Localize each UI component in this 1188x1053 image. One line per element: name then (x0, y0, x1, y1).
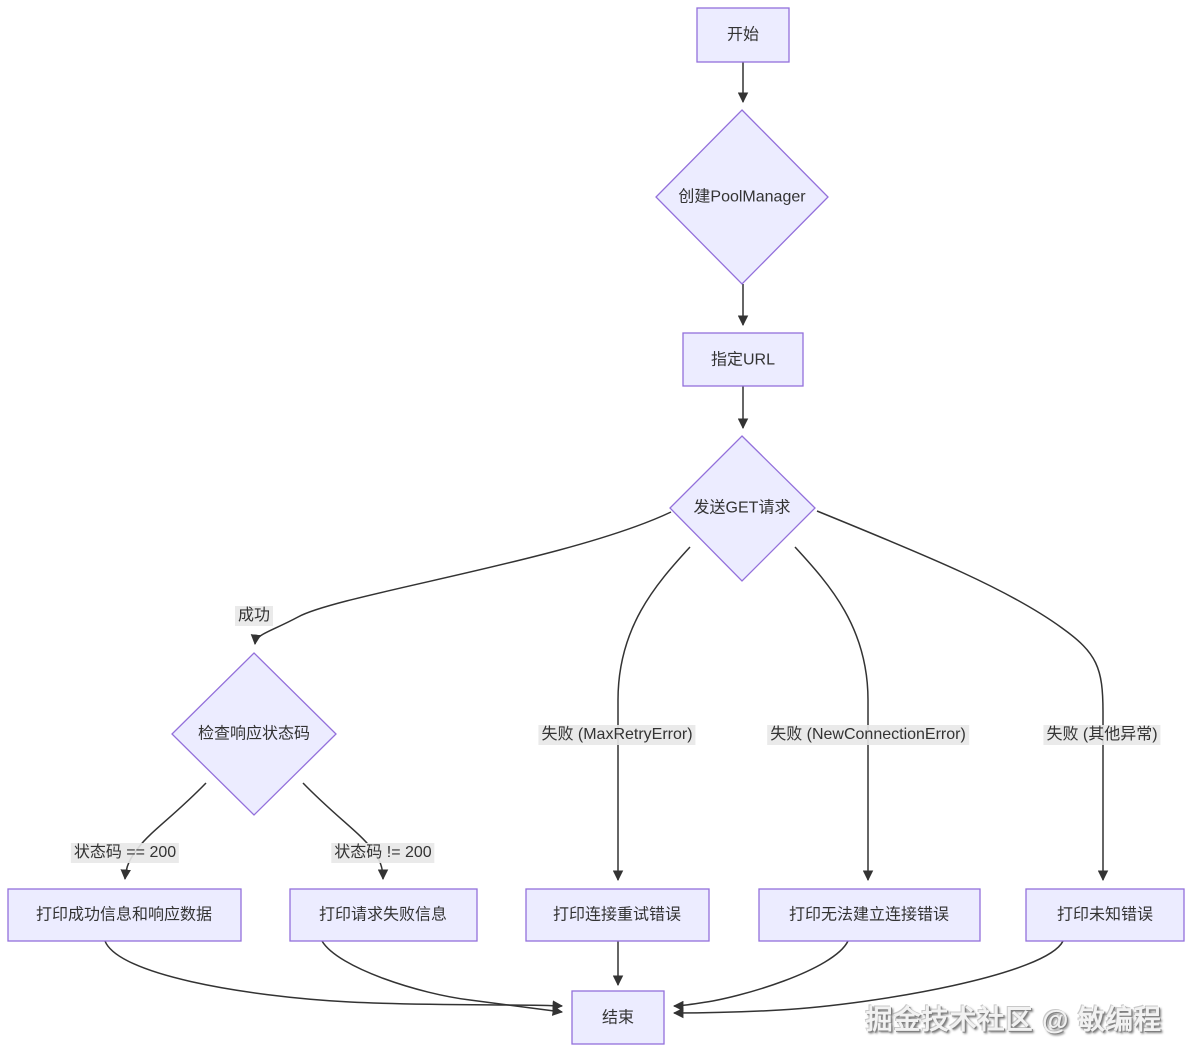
edge-send-to-unknown-error (816, 510, 1109, 882)
edge-print-conn-to-end (672, 940, 849, 1012)
edge-label-fail-other: 失败 (其他异常) (1043, 725, 1161, 745)
edge-label-status-eq-200: 状态码 == 200 (70, 843, 180, 863)
edge-send-to-retry-error (612, 546, 691, 882)
edge-label-success: 成功 (234, 606, 274, 626)
edge-label-fail-new-connection: 失败 (NewConnectionError) (767, 725, 969, 745)
node-send-get-label: 发送GET请求 (693, 499, 791, 517)
node-set-url-shape (682, 332, 804, 387)
node-print-retry-error-shape (525, 888, 710, 942)
node-check-status-label: 检查响应状态码 (197, 725, 311, 743)
node-end-label: 结束 (601, 1009, 635, 1027)
edge-send-to-conn-error (794, 546, 874, 882)
node-set-url-label: 指定URL (710, 351, 776, 369)
edge-print-fail-to-end (321, 940, 564, 1016)
node-print-success-label: 打印成功信息和响应数据 (35, 906, 213, 924)
node-print-unknown-error-label: 打印未知错误 (1056, 906, 1154, 924)
edge-label-fail-max-retry: 失败 (MaxRetryError) (538, 725, 696, 745)
node-end-shape (571, 990, 665, 1045)
node-create-poolmanager-label: 创建PoolManager (678, 188, 806, 206)
node-print-conn-error-shape (758, 888, 981, 942)
edge-send-to-check-success (250, 511, 672, 646)
node-check-status-shape (171, 652, 337, 816)
node-print-fail-shape (289, 888, 478, 942)
watermark-text: 掘金技术社区 @ 敏编程 (865, 1005, 1162, 1035)
edge-label-status-ne-200: 状态码 != 200 (331, 843, 435, 863)
node-start-shape (696, 7, 790, 63)
node-print-retry-error-label: 打印连接重试错误 (552, 906, 682, 924)
edge-print-unknown-to-end (672, 940, 1064, 1019)
edge-print-success-to-end (104, 940, 564, 1011)
node-create-poolmanager-shape (655, 109, 829, 285)
node-print-unknown-error-shape (1025, 888, 1185, 942)
node-send-get-shape (669, 435, 816, 582)
node-print-conn-error-label: 打印无法建立连接错误 (788, 906, 950, 924)
edge-check-to-print-success (120, 782, 207, 881)
edge-check-to-print-fail (302, 782, 389, 881)
node-start-label: 开始 (726, 26, 760, 44)
node-print-success-shape (7, 888, 242, 942)
node-print-fail-label: 打印请求失败信息 (318, 906, 448, 924)
